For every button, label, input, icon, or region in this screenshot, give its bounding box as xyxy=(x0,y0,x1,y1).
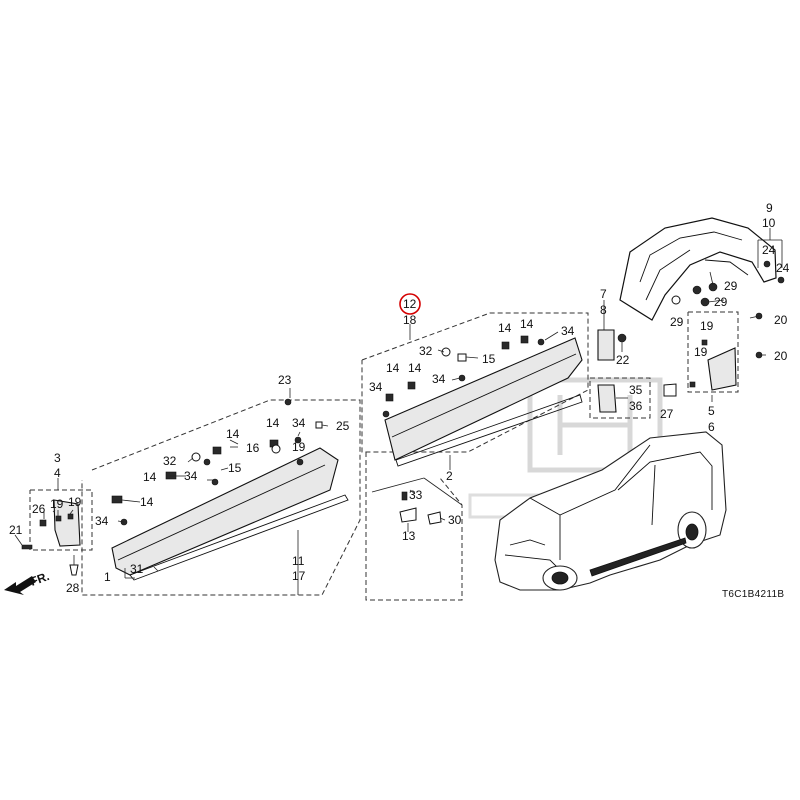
front-arrow-icon xyxy=(4,576,36,595)
label-34c[interactable]: 34 xyxy=(292,416,306,430)
label-14b[interactable]: 14 xyxy=(143,470,157,484)
label-3[interactable]: 3 xyxy=(54,451,61,465)
mudguard-clip-19a[interactable] xyxy=(55,515,62,522)
highlight-ring xyxy=(399,293,421,315)
label-15a[interactable]: 15 xyxy=(228,461,242,475)
label-8[interactable]: 8 xyxy=(600,303,607,317)
label-29a[interactable]: 29 xyxy=(724,279,738,293)
leader-lines xyxy=(52,271,766,523)
direction-label: FR. xyxy=(28,569,51,589)
label-19d[interactable]: 19 xyxy=(700,319,714,333)
label-1[interactable]: 1 xyxy=(104,570,111,584)
label-23[interactable]: 23 xyxy=(278,373,292,387)
clip-13[interactable] xyxy=(399,507,417,523)
label-19e[interactable]: 19 xyxy=(694,345,708,359)
side-sill-rear-group xyxy=(361,312,589,470)
front-mudguard-group xyxy=(14,478,93,576)
label-22[interactable]: 22 xyxy=(616,353,630,367)
label-15b[interactable]: 15 xyxy=(482,352,496,366)
bracket-8[interactable] xyxy=(597,329,615,361)
mudguard-clip-26[interactable] xyxy=(39,519,47,527)
label-20b[interactable]: 20 xyxy=(774,349,788,363)
label-29c[interactable]: 29 xyxy=(670,315,684,329)
label-31[interactable]: 31 xyxy=(130,562,144,576)
diagram-code: T6C1B4211B xyxy=(722,589,784,600)
label-30[interactable]: 30 xyxy=(448,513,462,527)
part-labels: 3 4 26 19 19 21 28 1 31 11 17 34 14 14 3… xyxy=(9,201,790,595)
label-24b[interactable]: 24 xyxy=(776,261,790,275)
clip-28[interactable] xyxy=(69,564,79,576)
rear-fender-liner-group xyxy=(619,217,785,402)
label-20a[interactable]: 20 xyxy=(774,313,788,327)
label-7[interactable]: 7 xyxy=(600,287,607,301)
rear-mudguard[interactable] xyxy=(707,347,737,391)
label-19c[interactable]: 19 xyxy=(292,440,306,454)
label-14a[interactable]: 14 xyxy=(140,495,154,509)
side-sill-garnish-front[interactable] xyxy=(111,447,339,576)
label-34e[interactable]: 34 xyxy=(432,372,446,386)
label-4[interactable]: 4 xyxy=(54,466,61,480)
vehicle-sill-highlight xyxy=(589,537,687,577)
label-14f[interactable]: 14 xyxy=(520,317,534,331)
label-11[interactable]: 11 xyxy=(292,554,305,568)
label-32b[interactable]: 32 xyxy=(419,344,433,358)
label-34f[interactable]: 34 xyxy=(369,380,383,394)
label-13[interactable]: 13 xyxy=(402,529,416,543)
label-26[interactable]: 26 xyxy=(32,502,46,516)
label-29b[interactable]: 29 xyxy=(714,295,728,309)
label-25[interactable]: 25 xyxy=(336,419,350,433)
label-14h[interactable]: 14 xyxy=(408,361,422,375)
label-9[interactable]: 9 xyxy=(766,201,773,215)
bracket-35[interactable] xyxy=(597,384,617,413)
label-24a[interactable]: 24 xyxy=(762,243,776,257)
rear-fender-liner[interactable] xyxy=(619,217,777,321)
clip-22[interactable] xyxy=(617,333,627,343)
label-33[interactable]: 33 xyxy=(409,488,423,502)
label-12[interactable]: 12 xyxy=(403,297,417,311)
label-17[interactable]: 17 xyxy=(292,569,306,583)
front-direction-indicator: FR. xyxy=(4,569,51,595)
side-sill-garnish-rear[interactable] xyxy=(384,337,583,461)
label-2[interactable]: 2 xyxy=(446,469,453,483)
label-28[interactable]: 28 xyxy=(66,581,80,595)
label-21[interactable]: 21 xyxy=(9,523,23,537)
front-mudguard[interactable] xyxy=(53,499,81,547)
label-34a[interactable]: 34 xyxy=(95,514,109,528)
label-6[interactable]: 6 xyxy=(708,420,715,434)
label-34b[interactable]: 34 xyxy=(184,469,198,483)
label-16[interactable]: 16 xyxy=(246,441,260,455)
label-14c[interactable]: 14 xyxy=(226,427,240,441)
label-14e[interactable]: 14 xyxy=(498,321,512,335)
clip-27[interactable] xyxy=(663,383,677,397)
label-5[interactable]: 5 xyxy=(708,404,715,418)
label-14d[interactable]: 14 xyxy=(266,416,280,430)
label-19b[interactable]: 19 xyxy=(68,495,82,509)
label-10[interactable]: 10 xyxy=(762,216,776,230)
clip-group xyxy=(365,452,463,601)
label-14g[interactable]: 14 xyxy=(386,361,400,375)
clip-30[interactable] xyxy=(427,511,442,525)
vehicle-illustration xyxy=(494,431,727,591)
label-35[interactable]: 35 xyxy=(629,383,643,397)
label-36[interactable]: 36 xyxy=(629,399,643,413)
side-sill-front-group xyxy=(81,398,361,596)
label-32a[interactable]: 32 xyxy=(163,454,177,468)
mudguard-clip-19b[interactable] xyxy=(67,513,74,520)
label-18[interactable]: 18 xyxy=(403,313,417,327)
label-34d[interactable]: 34 xyxy=(561,324,575,338)
label-27[interactable]: 27 xyxy=(660,407,674,421)
label-19a[interactable]: 19 xyxy=(50,497,64,511)
screw-21[interactable] xyxy=(21,544,33,550)
mid-brackets xyxy=(589,300,651,419)
